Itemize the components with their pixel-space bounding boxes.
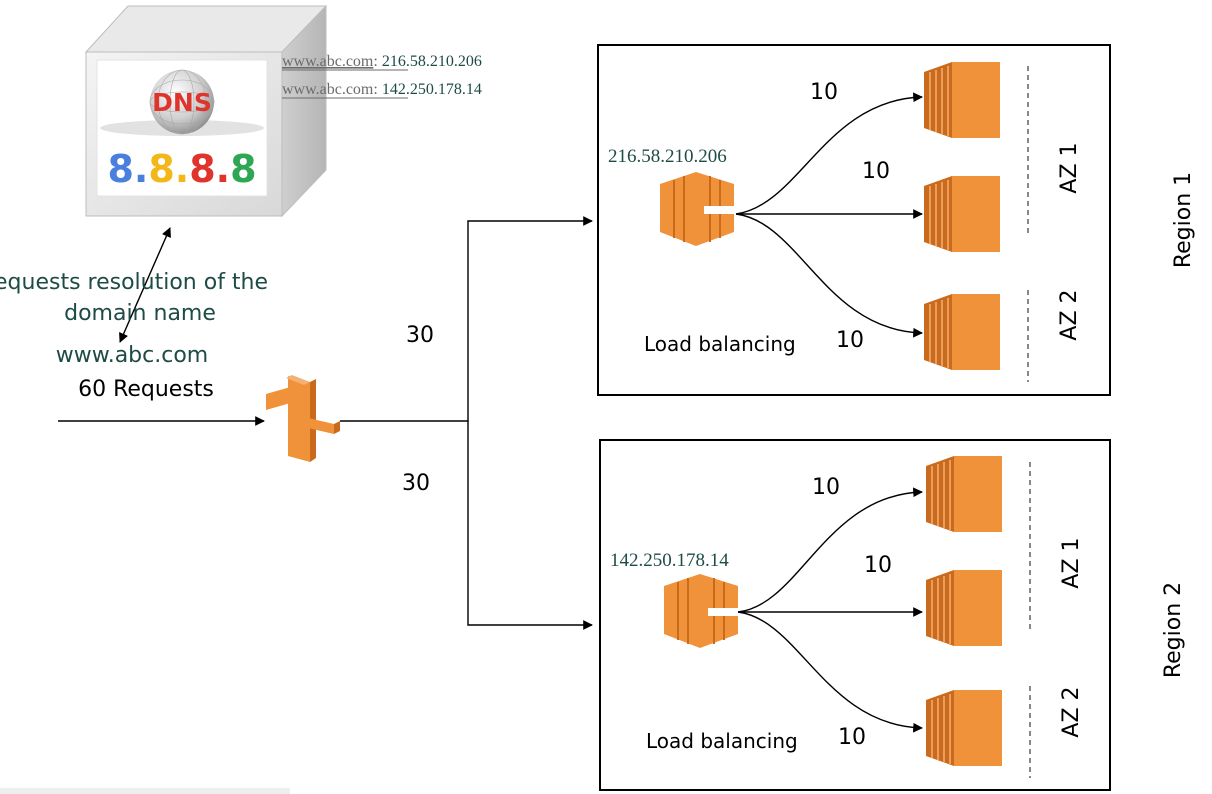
split-label-bottom: 30: [402, 471, 430, 496]
split-label-top: 30: [406, 323, 434, 348]
region-1-flow-az1-top: [735, 92, 923, 215]
router-icon: [266, 375, 340, 462]
region-1-load-balancer-icon: [660, 172, 734, 246]
dns-records: www.abc.com:216.58.210.206 www.abc.com:1…: [282, 53, 482, 99]
region-1-az2-label: AZ 2: [1057, 289, 1082, 340]
region-2-label: Region 2: [1161, 582, 1186, 678]
client-labels: equests resolution of the domain name ww…: [0, 270, 268, 402]
dns-record-1: www.abc.com:216.58.210.206: [282, 53, 482, 70]
resolution-text-line1: equests resolution of the: [0, 270, 268, 295]
request-count: 60 Requests: [78, 377, 214, 402]
region-2-flow-az1-top: [737, 487, 923, 613]
region-1-flow-label-3: 10: [836, 328, 864, 353]
region-1-flow-az2: [735, 213, 923, 338]
region-2-flow-az2: [737, 611, 923, 733]
resolution-text-line2: domain name: [64, 301, 216, 326]
region-2-lb-label: Load balancing: [646, 729, 798, 753]
bottom-left-artifact: [0, 788, 290, 794]
region-2-flow-label-1: 10: [812, 475, 840, 500]
dns-record-2: www.abc.com:142.250.178.14: [282, 81, 482, 98]
region-1-label: Region 1: [1171, 172, 1196, 268]
region-2-az1-label: AZ 1: [1059, 537, 1084, 588]
region-2-az2-label: AZ 2: [1059, 686, 1084, 737]
client-domain: www.abc.com: [56, 343, 208, 368]
region-1-flow-label-1: 10: [810, 80, 838, 105]
dns-ip-address: 8.8.8.8: [107, 147, 256, 191]
dns-server: DNS 8.8.8.8: [84, 4, 328, 218]
router-to-region-2-arrow: [467, 421, 593, 630]
region-1-lb-ip: 216.58.210.206: [608, 146, 727, 167]
region-1-flow-label-2: 10: [862, 159, 890, 184]
region-1-instance-2-icon: [924, 176, 1000, 252]
region-2-instance-3-icon: [926, 690, 1002, 766]
dns-query-arrow: [119, 227, 171, 343]
region-1-lb-label: Load balancing: [644, 332, 796, 356]
globe-icon: DNS: [100, 69, 264, 136]
region-2-instance-1-icon: [926, 456, 1002, 532]
region-1-az1-label: AZ 1: [1057, 142, 1082, 193]
region-2-box: [599, 439, 1111, 791]
region-2-flow-label-2: 10: [864, 553, 892, 578]
region-1: 216.58.210.206 10 10 10 Load balancing: [597, 44, 1111, 396]
region-2-flow-label-3: 10: [838, 725, 866, 750]
region-1-instance-1-icon: [924, 62, 1000, 138]
region-2: 142.250.178.14 10 10 10 Load balancing: [599, 439, 1111, 791]
region-1-instance-3-icon: [924, 294, 1000, 370]
region-2-load-balancer-icon: [664, 574, 738, 648]
region-1-box: [597, 44, 1111, 396]
region-2-instance-2-icon: [926, 570, 1002, 646]
dns-badge: DNS: [152, 88, 212, 117]
router-to-region-1-arrow: [340, 216, 593, 422]
region-2-lb-ip: 142.250.178.14: [610, 550, 729, 571]
